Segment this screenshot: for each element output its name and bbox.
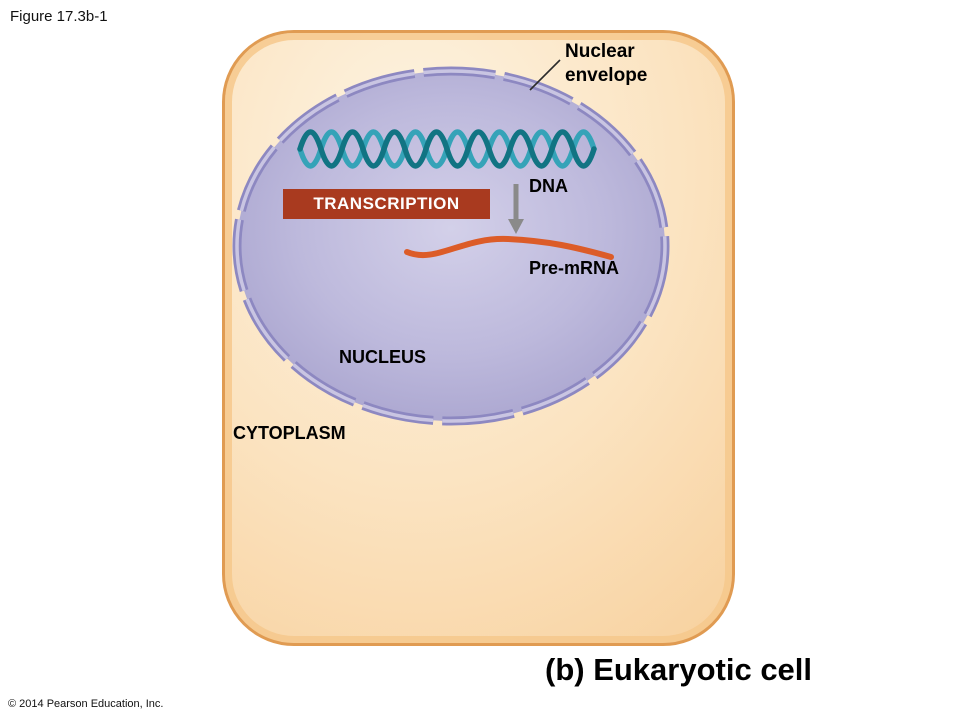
- figure-caption: (b) Eukaryotic cell: [545, 652, 813, 687]
- copyright-notice: © 2014 Pearson Education, Inc.: [8, 698, 164, 710]
- transcription-step-box: TRANSCRIPTION: [283, 189, 490, 219]
- figure-label: Figure 17.3b-1: [10, 8, 108, 25]
- pre-mrna-strand: [404, 235, 614, 260]
- nuclear-envelope-inner-line: [235, 69, 667, 423]
- transcription-arrow-head: [508, 219, 524, 234]
- nucleus-label: NUCLEUS: [339, 347, 427, 367]
- dna-label: DNA: [529, 176, 568, 196]
- pre-mrna-label: Pre-mRNA: [529, 258, 620, 278]
- nuclear-envelope-pointer-line: [529, 59, 561, 91]
- dna-helix-strand-front: [297, 129, 597, 169]
- cytoplasm-label: CYTOPLASM: [233, 423, 346, 443]
- nuclear-envelope-label: Nuclear envelope: [565, 41, 648, 86]
